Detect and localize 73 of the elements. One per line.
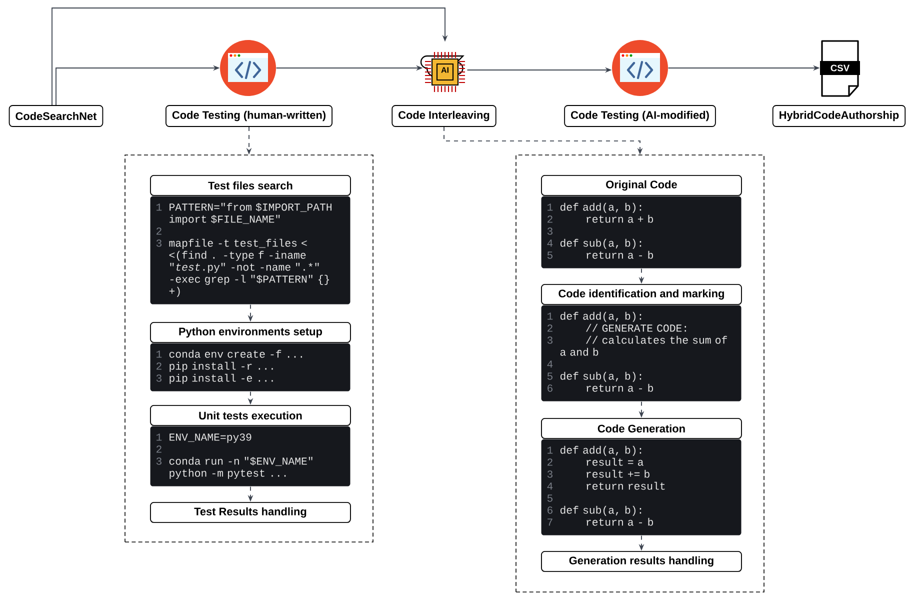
node-label: 1 (548, 446, 553, 454)
step-title-box: Generation results handling (541, 551, 742, 572)
node-label: 4 (547, 482, 553, 490)
node-label: pip install -r ... (170, 362, 273, 372)
label-box: Code Testing (human-written) (166, 105, 332, 127)
node-label: 3 (156, 240, 162, 247)
node-label: return a - b (586, 384, 653, 392)
node-label: ENV_NAME=py39 (170, 434, 252, 443)
node-label: 2 (548, 324, 552, 332)
dashed-frame (124, 154, 374, 542)
code-window-icon (220, 40, 276, 96)
node-label: def add(a, b): (560, 312, 642, 322)
node-label: 2 (156, 362, 162, 370)
node-label: return a - b (586, 250, 653, 259)
node-label: 5 (547, 494, 552, 502)
node-label: 5 (547, 252, 552, 259)
node-label: 3 (547, 228, 552, 235)
node-label: 3 (156, 458, 162, 465)
node-label: 1 (156, 350, 162, 358)
node-label: result += b (586, 470, 650, 478)
node-label: return result (586, 482, 665, 490)
node-label: 4 (547, 360, 553, 368)
step-title-box: Test Results handling (150, 502, 351, 523)
node-label: 3 (547, 336, 552, 344)
node-label: return a + b (586, 214, 653, 223)
step-title-box: Code Generation (541, 418, 742, 439)
step-title-box: Test files search (150, 175, 351, 196)
node-label: // GENERATE CODE: (586, 324, 686, 332)
code-block: 1 def add(a, b): 2 result = a 3 result += b 4 return result 5 6 def sub(a, b): 7 return a - b (541, 439, 742, 536)
node-label: 6 (548, 384, 552, 392)
node-label: 2 (156, 446, 162, 453)
node-label: pip install -e ... (170, 374, 273, 384)
code-block: 1 PATTERN="from $IMPORT_PATH import $FILE_NAME" 2 3 mapfile -t test_files < <(find . -type f -iname "test.py" -not -name ".*" -exec grep -l "$PATTERN" {} +) (150, 196, 350, 304)
node-label: 2 (548, 216, 552, 223)
node-label: 1 (156, 204, 162, 211)
node-label: return a - b (586, 518, 653, 526)
step-title-box: Unit tests execution (150, 405, 351, 426)
node-label: 1 (548, 204, 553, 211)
node-label: 6 (548, 506, 552, 514)
node-label: def sub(a, b): (560, 238, 642, 249)
node-label: 1 (156, 434, 162, 441)
node-label: def sub(a, b): (560, 372, 642, 382)
node-label: def sub(a, b): (560, 506, 642, 516)
step-title-box: Code identification and marking (541, 284, 742, 305)
label-box: CodeSearchNet (8, 105, 104, 127)
node-label: mapfile -t test_files < <(find . -type f -iname "test.py" -not -name ".*" -exec grep -l "$PATTERN" {} +) (169, 238, 329, 297)
code-block: 1 conda env create -f ... 2 pip install -r ... 3 pip install -e ... (150, 343, 350, 392)
node-label: def add(a, b): (560, 446, 642, 456)
node-label: PATTERN="from $IMPORT_PATH import $FILE_NAME" (170, 202, 332, 225)
node-label: 1 (548, 312, 553, 320)
step-title-box: Python environments setup (150, 322, 351, 343)
node-label: result = a (586, 458, 644, 466)
code-block: 1 def add(a, b): 2 // GENERATE CODE: 3 // calculates the sum of a and b 4 5 def sub(a, b): 6 return a - b (541, 305, 742, 402)
node-label: 4 (547, 240, 553, 247)
node-label: 3 (156, 374, 162, 382)
node-label: 5 (547, 372, 552, 380)
code-block: 1 def add(a, b): 2 return a + b 3 4 def sub(a, b): 5 return a - b (541, 196, 742, 268)
node-label: 7 (548, 518, 552, 526)
label-box: HybridCodeAuthorship (772, 105, 906, 127)
step-title-box: Original Code (541, 175, 742, 196)
node-label: conda env create -f ... (169, 350, 302, 358)
label-box: Code Testing (AI-modified) (564, 105, 716, 127)
node-label: 3 (547, 470, 552, 478)
node-label: 2 (548, 458, 552, 466)
dashed-frame (516, 154, 764, 592)
label-box: Code Interleaving (392, 105, 496, 127)
code-block: 1 ENV_NAME=py39 2 3 conda run -n "$ENV_NAME" python -m pytest ... (150, 426, 350, 486)
node-label: 2 (156, 228, 162, 235)
node-label: conda run -n "$ENV_NAME" python -m pytest ... (169, 456, 312, 479)
arrow (52, 8, 448, 106)
node-label: // calculates the sum of a and b (560, 336, 727, 356)
node-label: def add(a, b): (560, 202, 642, 213)
code-window-icon (612, 40, 668, 96)
